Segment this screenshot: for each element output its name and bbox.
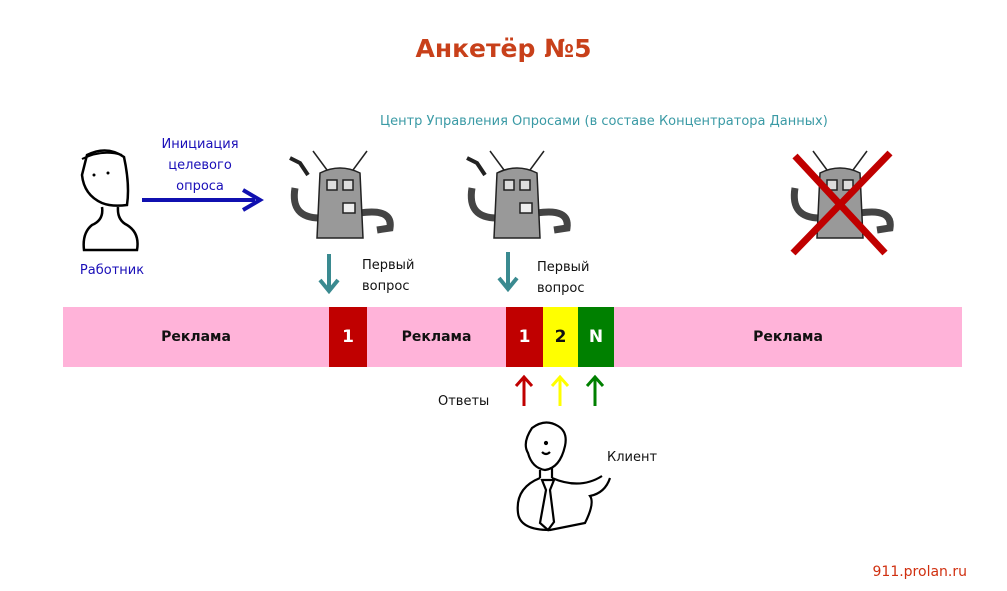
robot-crossed-icon — [790, 150, 894, 256]
robot-icon — [466, 150, 571, 239]
timeline-question-1: 1 — [329, 307, 367, 367]
page-title: Анкетёр №5 — [415, 34, 592, 63]
initiation-label: Инициация целевого опроса — [150, 134, 250, 197]
first-question-line-2: вопрос — [537, 281, 585, 296]
initiation-line-3: опроса — [176, 179, 224, 194]
client-figure — [516, 421, 612, 532]
up-arrow-yellow-icon — [550, 374, 570, 406]
timeline-answer-2: 2 — [543, 307, 578, 367]
timeline-ad: Реклама — [614, 307, 962, 367]
initiation-line-2: целевого — [168, 158, 232, 173]
robot-icon — [289, 150, 394, 239]
first-question-label: Первый вопрос — [362, 255, 414, 297]
answers-label: Ответы — [438, 394, 490, 409]
timeline-ad: Реклама — [63, 307, 329, 367]
control-center-label: Центр Управления Опросами (в составе Кон… — [380, 114, 828, 129]
first-question-line-1: Первый — [362, 258, 415, 273]
down-arrow-icon — [318, 254, 340, 294]
initiation-line-1: Инициация — [161, 137, 239, 152]
timeline-answer-1: 1 — [506, 307, 543, 367]
timeline-ad: Реклама — [367, 307, 506, 367]
initiation-arrow-icon — [142, 188, 264, 212]
up-arrow-green-icon — [585, 374, 605, 406]
worker-label: Работник — [79, 263, 145, 278]
up-arrow-red-icon — [514, 374, 534, 406]
first-question-line-2: вопрос — [362, 279, 410, 294]
client-label: Клиент — [607, 450, 658, 465]
first-question-label: Первый вопрос — [537, 257, 589, 299]
worker-figure — [80, 149, 139, 252]
timeline-answer-n: N — [578, 307, 614, 367]
down-arrow-icon — [497, 252, 519, 292]
footer-url[interactable]: 911.prolan.ru — [872, 564, 968, 580]
first-question-line-1: Первый — [537, 260, 590, 275]
